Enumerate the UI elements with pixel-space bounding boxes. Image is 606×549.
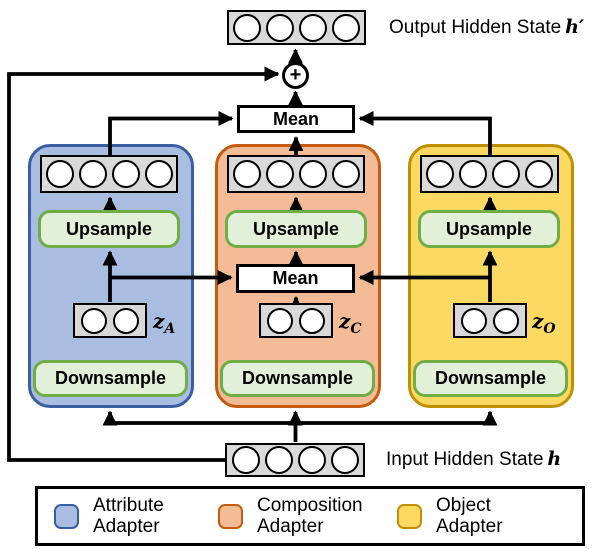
- unit-circle: [298, 160, 327, 188]
- unit-circle: [297, 446, 326, 474]
- legend-item-object: Object Adapter: [397, 495, 503, 537]
- legend-box: Attribute Adapter Composition Adapter Ob…: [35, 486, 585, 546]
- unit-circle: [78, 160, 107, 188]
- unit-circle: [144, 160, 173, 188]
- object-latent-label: zO: [532, 306, 556, 336]
- composition-latent-symbol: z: [339, 309, 351, 333]
- unit-circle: [492, 160, 520, 188]
- legend-label-composition-line1: Composition: [257, 495, 363, 516]
- input-label-text: Input Hidden State: [386, 449, 544, 470]
- unit-circle: [45, 160, 74, 188]
- unit-circle: [81, 307, 107, 334]
- legend-swatch-composition: [218, 503, 243, 529]
- unit-circle: [330, 446, 359, 474]
- legend-label-composition: Composition Adapter: [257, 495, 363, 537]
- legend-label-object-line2: Adapter: [436, 516, 503, 537]
- object-latent-symbol: z: [532, 309, 544, 333]
- unit-circle: [332, 13, 360, 42]
- object-adapter-units-box: [420, 155, 559, 193]
- composition-adapter-units-box: [227, 155, 365, 193]
- attribute-downsample-block: Downsample: [33, 360, 188, 397]
- output-hidden-state-box: [227, 10, 366, 45]
- legend-swatch-object: [397, 503, 422, 529]
- attribute-latent-symbol: z: [153, 309, 165, 333]
- unit-circle: [265, 160, 294, 188]
- attribute-upsample-block: Upsample: [38, 210, 180, 248]
- unit-circle: [493, 307, 519, 334]
- composition-latent-subscript: C: [350, 321, 362, 337]
- unit-circle: [111, 160, 140, 188]
- legend-item-composition: Composition Adapter: [218, 495, 363, 537]
- arrow-attr-units-to-meantop: [108, 110, 234, 156]
- unit-circle: [299, 13, 327, 42]
- legend-swatch-attribute: [54, 503, 79, 529]
- unit-circle: [459, 160, 487, 188]
- attribute-latent-label: zA: [153, 306, 175, 336]
- attribute-latent-box: [73, 303, 147, 338]
- unit-circle: [264, 446, 293, 474]
- unit-circle: [267, 307, 293, 334]
- mean-box-middle: Mean: [236, 264, 355, 293]
- mean-box-top: Mean: [237, 105, 355, 133]
- input-hidden-state-box: [225, 443, 365, 477]
- unit-circle: [299, 307, 325, 334]
- composition-downsample-block: Downsample: [220, 360, 375, 397]
- composition-latent-box: [259, 303, 333, 338]
- legend-label-object-line1: Object: [436, 495, 491, 516]
- legend-label-object: Object Adapter: [436, 495, 503, 537]
- unit-circle: [231, 446, 260, 474]
- legend-label-attribute: Attribute Adapter: [93, 495, 164, 537]
- unit-circle: [331, 160, 360, 188]
- output-symbol: h′: [565, 16, 584, 38]
- arrow-obj-units-to-meantop: [358, 110, 492, 156]
- legend-label-attribute-line1: Attribute: [93, 495, 164, 516]
- legend-label-attribute-line2: Adapter: [93, 516, 160, 537]
- object-latent-box: [453, 303, 527, 338]
- output-label-text: Output Hidden State: [389, 17, 562, 38]
- unit-circle: [233, 13, 261, 42]
- object-downsample-block: Downsample: [413, 360, 568, 397]
- input-symbol: h: [547, 448, 562, 470]
- arrow-skip-connection: [7, 66, 280, 462]
- unit-circle: [113, 307, 139, 334]
- unit-circle: [232, 160, 261, 188]
- unit-circle: [525, 160, 553, 188]
- attribute-latent-subscript: A: [164, 321, 176, 337]
- legend-item-attribute: Attribute Adapter: [54, 495, 164, 537]
- unit-circle: [266, 13, 294, 42]
- legend-label-composition-line2: Adapter: [257, 516, 324, 537]
- object-latent-subscript: O: [543, 321, 556, 337]
- composition-upsample-block: Upsample: [225, 210, 367, 248]
- object-upsample-block: Upsample: [418, 210, 560, 248]
- composition-latent-label: zC: [339, 306, 362, 336]
- unit-circle: [461, 307, 487, 334]
- attribute-adapter-units-box: [40, 155, 178, 193]
- unit-circle: [426, 160, 454, 188]
- sum-node: +: [282, 62, 309, 89]
